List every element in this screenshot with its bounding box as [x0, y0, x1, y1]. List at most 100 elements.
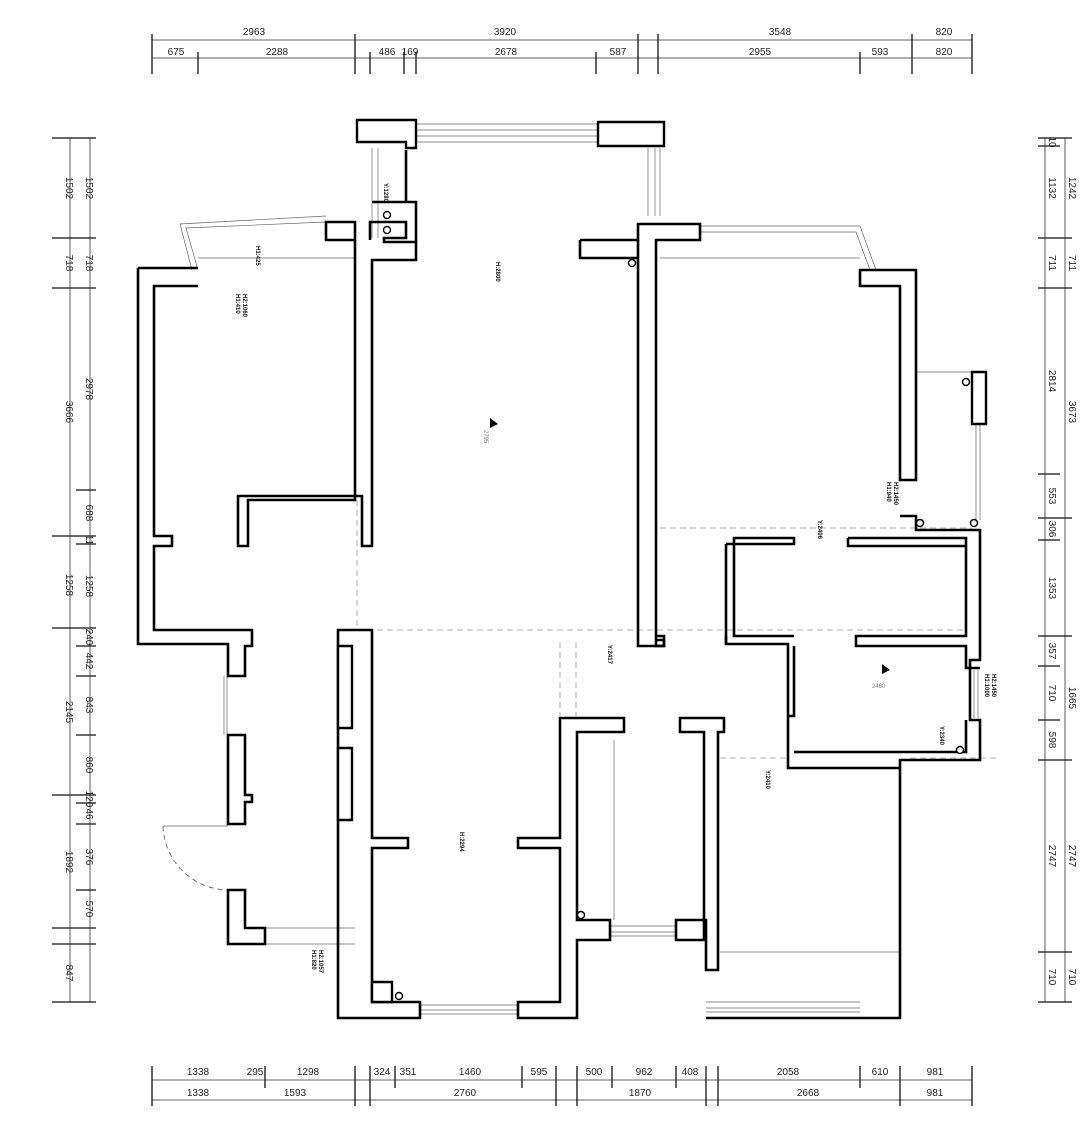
dim-top-inner-8: 593 [872, 47, 889, 58]
dim-bottom-inner-6: 1460 [459, 1067, 482, 1078]
dim-right-inner-9: 710 [1046, 685, 1057, 702]
dim-bottom-inner-3: 1298 [297, 1067, 320, 1078]
dim-right-outer-2: 711 [1066, 255, 1077, 271]
note-center-height: H:2800 [494, 262, 500, 282]
dim-left-outer-4: 1258 [63, 574, 74, 597]
dim-right-inner-10: 598 [1046, 732, 1057, 749]
dim-right-inner-12: 710 [1046, 969, 1057, 986]
dim-right-inner-5: 553 [1046, 488, 1057, 505]
dim-left-outer-6: 1892 [63, 851, 74, 874]
dim-right-outer-4: 1665 [1066, 687, 1077, 710]
dim-bottom-outer-5: 2668 [797, 1088, 820, 1099]
dim-bottom-inner-1: 1338 [187, 1067, 210, 1078]
beam-lines [356, 500, 1000, 759]
dim-left-inner-3: 2978 [83, 378, 94, 401]
dim-bottom-inner-7: 595 [531, 1067, 548, 1078]
dim-right-inner-8: 357 [1046, 643, 1057, 660]
dim-top-inner-5: 2678 [495, 47, 518, 58]
dim-right-inner-1: 10 [1046, 136, 1057, 148]
dim-right-inner-7: 1353 [1046, 577, 1057, 600]
note-center-marker: 2795 [482, 430, 488, 444]
dim-bottom-inner-13: 981 [927, 1067, 944, 1078]
dim-right-outer-1: 1242 [1066, 177, 1077, 200]
dim-top-outer-3: 3548 [769, 27, 792, 38]
note-right-sill-b: H2:1450 [892, 482, 898, 506]
pipe-icon [394, 991, 404, 1001]
pipe-icon [382, 210, 392, 220]
note-beam-3: Y:2340 [938, 726, 944, 746]
elevation-marker-icon [882, 664, 890, 674]
dim-bottom-inner-5: 351 [400, 1067, 417, 1078]
note-right-sill2-a: H1:1000 [983, 674, 989, 698]
dim-bottom-inner-11: 2058 [777, 1067, 800, 1078]
pipes [382, 210, 979, 1001]
pipe-icon [627, 258, 637, 268]
dim-left-inner-6: 1258 [83, 575, 94, 598]
dim-top-outer-4: 820 [936, 27, 953, 38]
dim-left-outer-1: 1502 [63, 177, 74, 200]
dim-top-inner-7: 2955 [749, 47, 772, 58]
dim-top-inner-9: 820 [936, 47, 953, 58]
dim-top-outer-1: 2963 [243, 27, 266, 38]
pipe-icon [382, 225, 392, 235]
dim-left-inner-13: 376 [83, 849, 94, 866]
dim-left-inner-1: 1502 [83, 177, 94, 200]
note-left-room-2b: H2:1060 [241, 294, 247, 318]
dim-left-outer-5: 2145 [63, 701, 74, 724]
note-lower-height: H:2294 [458, 832, 464, 852]
pipe-icon [961, 377, 971, 387]
dim-top-inner-4: 169 [402, 47, 419, 58]
pipe-icon [955, 745, 965, 755]
annotations: Y:1280 H1:425 H1:410 H2:1060 H:2800 2795… [234, 183, 996, 974]
dim-bottom-inner-4: 324 [374, 1067, 391, 1078]
dim-left-inner-2: 718 [83, 255, 94, 272]
walls [136, 118, 988, 1020]
note-right-sill2-b: H2:1450 [990, 674, 996, 698]
dim-left-inner-5: 11 [83, 535, 94, 546]
height-markers [490, 418, 890, 674]
dim-left-inner-4: 688 [83, 505, 94, 522]
note-beam-2: Y:2417 [606, 645, 612, 665]
note-balcony-top: Y:1280 [382, 183, 388, 203]
dim-left-inner-11: 120 [83, 791, 94, 808]
pipe-icon [969, 518, 979, 528]
top-dimensions: 2963 3920 3548 820 675 2288 486 169 2678… [151, 27, 973, 74]
dim-right-outer-6: 710 [1066, 969, 1077, 986]
dim-top-inner-1: 675 [168, 47, 185, 58]
dim-top-inner-6: 587 [610, 47, 627, 58]
dim-right-outer-5: 2747 [1066, 845, 1077, 868]
dim-bottom-outer-6: 981 [927, 1088, 944, 1099]
pipe-icon [576, 910, 586, 920]
dim-top-inner-2: 2288 [266, 47, 289, 58]
dim-left-inner-10: 860 [83, 757, 94, 774]
dim-right-outer-3: 3673 [1066, 401, 1077, 424]
dim-left-outer-3: 3666 [63, 401, 74, 424]
dim-bottom-inner-2: 295 [247, 1067, 264, 1078]
dim-left-inner-14: 570 [83, 901, 94, 918]
dim-bottom-inner-8: 500 [586, 1067, 603, 1078]
note-room-marker: 2460 [872, 684, 886, 690]
dim-left-outer-7: 847 [63, 965, 74, 982]
bottom-dimensions: 1338 295 1298 324 351 1460 595 500 962 4… [151, 1066, 973, 1106]
dim-right-inner-6: 306 [1046, 521, 1057, 538]
dim-top-outer-2: 3920 [494, 27, 517, 38]
note-beam-1: Y:2406 [816, 520, 822, 540]
dim-left-inner-7: 240 [83, 629, 94, 646]
dim-bottom-outer-2: 1593 [284, 1088, 307, 1099]
note-entry-sill-a: H1:820 [310, 950, 316, 970]
elevation-marker-icon [490, 418, 498, 428]
dim-left-inner-9: 843 [83, 697, 94, 714]
dim-bottom-outer-3: 2760 [454, 1088, 477, 1099]
dim-right-inner-4: 2814 [1046, 370, 1057, 393]
dim-left-inner-12: 46 [83, 808, 94, 820]
pipe-icon [915, 518, 925, 528]
note-beam-4: Y:2410 [764, 770, 770, 790]
dim-bottom-inner-10: 408 [682, 1067, 699, 1078]
dim-right-inner-2: 1132 [1046, 177, 1057, 199]
dim-bottom-outer-4: 1870 [629, 1088, 652, 1099]
left-dimensions: 1502 718 3666 1258 2145 1892 847 1502 71… [52, 137, 96, 1003]
note-entry-sill-b: H2:1057 [317, 950, 323, 974]
note-left-room-2a: H1:410 [234, 294, 240, 314]
dim-bottom-inner-9: 962 [636, 1067, 653, 1078]
